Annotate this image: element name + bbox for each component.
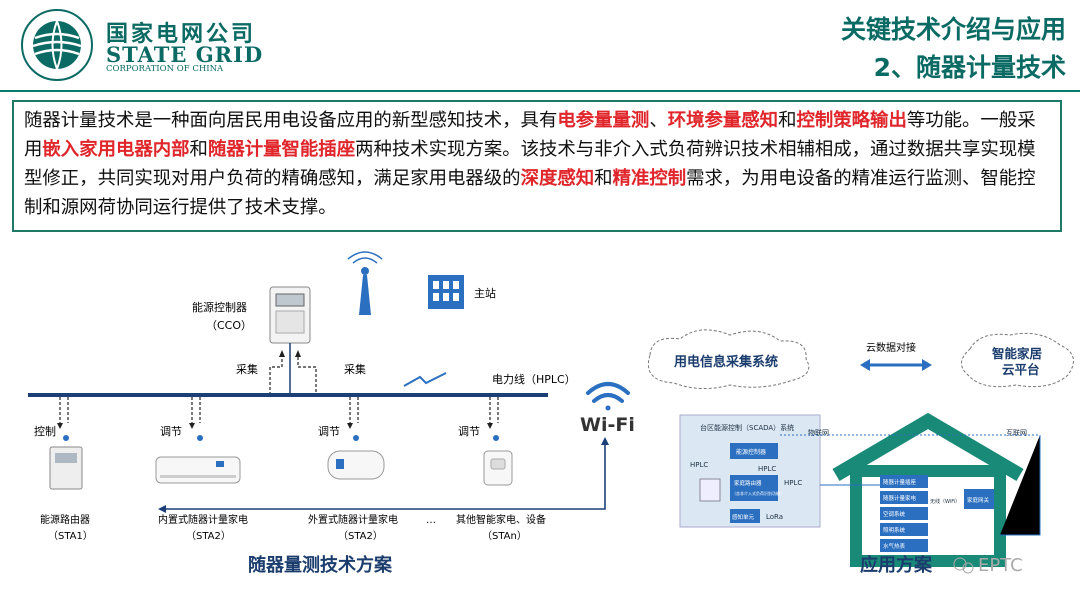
device4-id: （STAn） <box>482 530 527 542</box>
brand-subtitle: CORPORATION OF CHINA <box>106 64 224 74</box>
lora-label: LoRa <box>766 513 783 521</box>
controller-box-label: 能源控制器 <box>736 448 766 456</box>
internet-label: 互联网 <box>1006 428 1027 437</box>
highlight-text: 深度感知 <box>520 168 595 189</box>
iot-label: 物联网 <box>808 428 829 437</box>
watermark-text: EPTC <box>978 555 1023 576</box>
gateway-box-label: 家庭网关 <box>967 496 990 504</box>
highlight-text: 电参量量测 <box>557 110 650 131</box>
scada-label: 台区能源控制（SCADA）系统 <box>700 423 794 432</box>
antenna-tower-icon <box>347 251 383 315</box>
metering-scheme-diagram: 主站 能源控制器 （CCO） 采集 采集 电力线（HPLC） 控制 调节 调节 … <box>28 251 635 576</box>
house-item-label-3: 空调系统 <box>883 510 906 518</box>
house-item-3 <box>880 507 928 520</box>
device4-name: 其他智能家电、设备 <box>456 513 546 526</box>
energy-controller-icon <box>269 286 311 344</box>
device2-name: 内置式随器计量家电 <box>158 513 248 526</box>
ellipsis: … <box>426 515 436 526</box>
collect-left-label: 采集 <box>236 362 258 376</box>
intro-text: 和 <box>594 168 613 189</box>
smart-home-label-1: 智能家居 <box>991 346 1042 361</box>
sensor-box <box>730 509 760 523</box>
scada-panel <box>679 414 821 528</box>
adjust-label-1: 调节 <box>160 425 182 438</box>
application-scheme-diagram: 用电信息采集系统 智能家居 云平台 云数据对接 台区能源控制（SCADA）系统 … <box>648 329 1074 576</box>
station-label: 主站 <box>474 286 496 300</box>
powerline-label: 电力线（HPLC） <box>492 372 576 386</box>
cloud-link-label: 云数据对接 <box>866 341 916 354</box>
house-roof <box>832 412 1024 482</box>
brand-name-cn: 国家电网公司 <box>106 22 257 47</box>
house-item-4 <box>880 523 928 536</box>
home-router-box <box>730 475 778 501</box>
house-item-2 <box>880 491 928 504</box>
water-heater-icon <box>327 450 385 480</box>
controller-box <box>730 443 778 459</box>
sensor-box-label: 感知单元 <box>732 513 755 521</box>
device3-id: （STA2） <box>338 530 383 542</box>
gateway-box <box>964 489 994 509</box>
wifi-icon <box>586 382 630 411</box>
router-box-label-2: （含非介入式负荷识别功能） <box>732 490 784 496</box>
meter-mini-icon <box>699 478 721 502</box>
wireless-label: 无线（WiFi） <box>930 498 960 505</box>
device3-name: 外置式随器计量家电 <box>308 513 398 526</box>
intro-text-box: 随器计量技术是一种面向居民用电设备应用的新型感知技术，具有电参量量测、环境参量感… <box>12 100 1062 232</box>
collection-system-label: 用电信息采集系统 <box>673 354 778 370</box>
wechat-watermark-icon <box>953 557 974 574</box>
cco-sub-label: （CCO） <box>206 319 252 332</box>
slide-subtitle: 2、随器计量技术 <box>873 53 1066 82</box>
highlight-text: 精准控制 <box>612 168 687 189</box>
router-box-label-1: 家庭路由器 <box>734 479 762 487</box>
collect-right-label: 采集 <box>344 362 366 376</box>
highlight-text: 随器计量智能插座 <box>207 139 356 160</box>
device1-id: （STA1） <box>48 530 93 542</box>
air-conditioner-icon <box>155 456 241 484</box>
intro-text: 等功能。一般采用 <box>24 110 1036 160</box>
highlight-text: 嵌入家用电器内部 <box>42 139 190 160</box>
highlight-text: 环境参量感知 <box>667 110 779 131</box>
house-item-label-1: 随器计量插座 <box>883 478 917 486</box>
house-item-label-5: 水气热表 <box>883 542 906 550</box>
brand-name-en: STATE GRID <box>106 42 264 67</box>
control-label: 控制 <box>34 424 56 438</box>
intro-text: 需求，为用电设备的精准运行监测、智能控制和源网荷协同运行提供了技术支撑。 <box>24 168 1036 218</box>
highlight-text: 控制策略输出 <box>796 110 907 131</box>
hplc-label-b: HPLC <box>758 465 776 473</box>
intro-text: 随器计量技术是一种面向居民用电设备应用的新型感知技术，具有 <box>24 110 558 131</box>
wifi-label: Wi-Fi <box>580 414 635 436</box>
adjust-label-3: 调节 <box>458 425 480 438</box>
intro-text: 两种技术实现方案。该技术与非介入式负荷辨识技术相辅相成，通过数据共享实现模型修正… <box>24 139 1036 189</box>
adjust-label-2: 调节 <box>318 425 340 438</box>
metering-scheme-title: 随器量测技术方案 <box>248 554 393 576</box>
intro-text: 和 <box>189 139 208 160</box>
slide-title: 关键技术介绍与应用 <box>840 15 1066 44</box>
header <box>0 0 1080 92</box>
house-item-1 <box>880 475 928 488</box>
master-station-icon <box>428 275 464 309</box>
smart-home-cloud <box>961 332 1074 388</box>
intro-text: 、 <box>649 110 668 131</box>
hplc-label-c: HPLC <box>784 479 802 487</box>
application-scheme-title: 应用方案 <box>860 554 933 576</box>
smart-home-label-2: 云平台 <box>1002 362 1040 377</box>
energy-router-meter-icon <box>49 446 83 490</box>
device2-id: （STA2） <box>186 530 231 542</box>
house-item-label-2: 随器计量家电 <box>883 494 917 502</box>
power-line-bus <box>28 393 548 397</box>
state-grid-logo <box>21 9 93 81</box>
header-divider <box>0 90 1080 92</box>
device1-name: 能源路由器 <box>40 513 90 526</box>
house-frame <box>850 465 1006 567</box>
intro-text: 和 <box>778 110 797 131</box>
collection-system-cloud <box>648 329 810 389</box>
house-item-label-4: 照明系统 <box>883 526 906 534</box>
smart-socket-icon <box>483 450 513 486</box>
lightning-icon <box>403 372 447 387</box>
house-item-5 <box>880 539 928 552</box>
cco-label: 能源控制器 <box>192 300 247 314</box>
hplc-label-a: HPLC <box>690 461 708 469</box>
